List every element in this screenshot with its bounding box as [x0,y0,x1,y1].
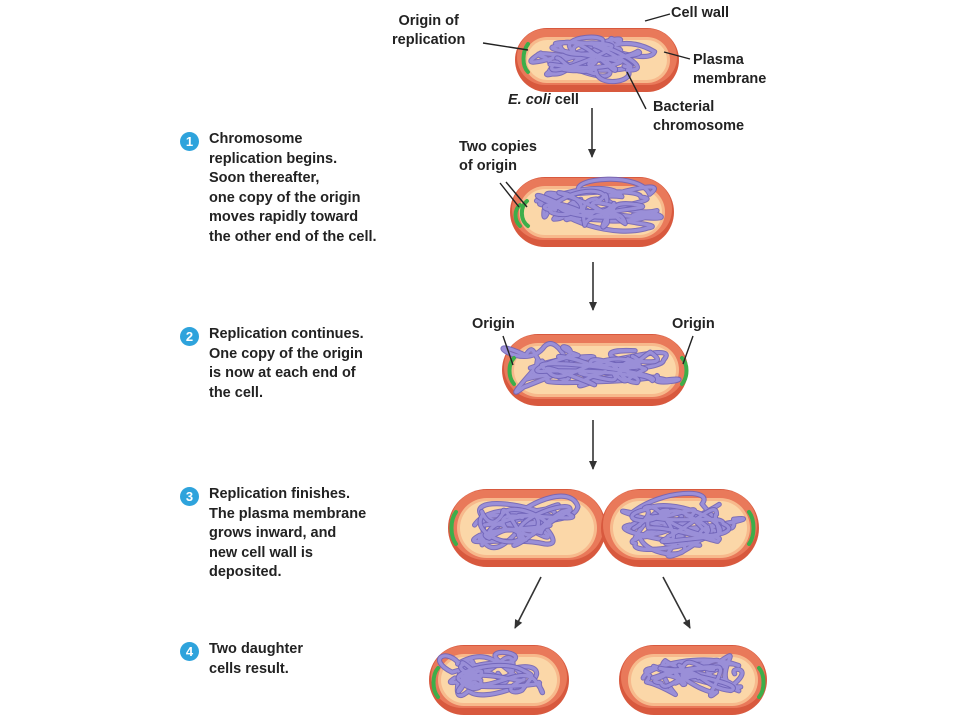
origin-left-leader [502,335,514,366]
two-copies-leader-a [505,181,528,208]
step-1-cell-chromosome [534,176,664,234]
cell-wall-leader [644,13,671,22]
arrow-to-daughter-left [514,576,542,629]
step-2-badge: 2 [180,327,199,346]
step-2-cell-origin-1 [507,356,516,386]
step-3-right-cell-origin-1 [747,510,756,546]
bacterial-chromosome-label: Bacterial chromosome [653,99,745,134]
daughter-cell-left-chromosome [436,649,546,698]
step-3-right-cell [601,489,759,567]
ecoli-cell [515,28,679,92]
daughter-cell-right-origin-1 [757,666,766,699]
step-3-left-cell-chromosome [471,493,581,551]
origin-right-leader [682,335,694,365]
daughter-cell-right-chromosome [640,653,745,699]
step-2-cell [500,334,689,406]
step-1-cell [510,176,674,247]
origin-of-replication-label: Origin of replication [392,13,466,48]
process-arrows-layer [514,108,691,629]
daughter-cell-right [619,645,767,715]
step-1-badge: 1 [180,132,199,151]
step-4-badge: 4 [180,642,199,661]
cell-wall-label: Cell wall [671,5,730,21]
bacterial-chromosome-leader [626,71,647,110]
ecoli-cell-origin-1 [521,42,530,74]
label-leaders-layer [482,13,694,366]
step-2-cell-chromosome [500,341,682,395]
step-3-right-cell-chromosome [620,490,746,559]
ecoli-cell-chromosome [528,34,658,85]
step-3-left-cell-origin-1 [449,510,458,546]
ecoli-cell-label: E. coli cell [508,92,579,108]
origin-of-replication-leader [482,42,529,51]
step-3-left-cell [448,489,606,567]
origin-left-label: Origin [472,316,515,332]
plasma-membrane-leader [663,51,691,60]
step-2-text: Replication continues. One copy of the o… [209,326,364,401]
step-3-badge: 3 [180,487,199,506]
origin-right-label: Origin [672,316,715,332]
step-1-cell-origin-1 [519,199,530,228]
step-4-text: Two daughter cells result. [209,641,303,677]
two-copies-of-origin-label: Two copies of origin [459,139,537,174]
step-3-text: Replication finishes. The plasma membran… [209,486,367,580]
two-copies-leader-b [499,182,520,208]
daughter-cell-left [429,645,569,715]
step-2-cell-origin-2 [680,356,689,386]
arrow-to-daughter-right [662,576,691,629]
cells-layer [429,28,767,715]
plasma-membrane-label: Plasma membrane [693,52,767,87]
step-1-text: Chromosome replication begins. Soon ther… [209,131,377,245]
daughter-cell-left-origin-1 [431,666,440,699]
